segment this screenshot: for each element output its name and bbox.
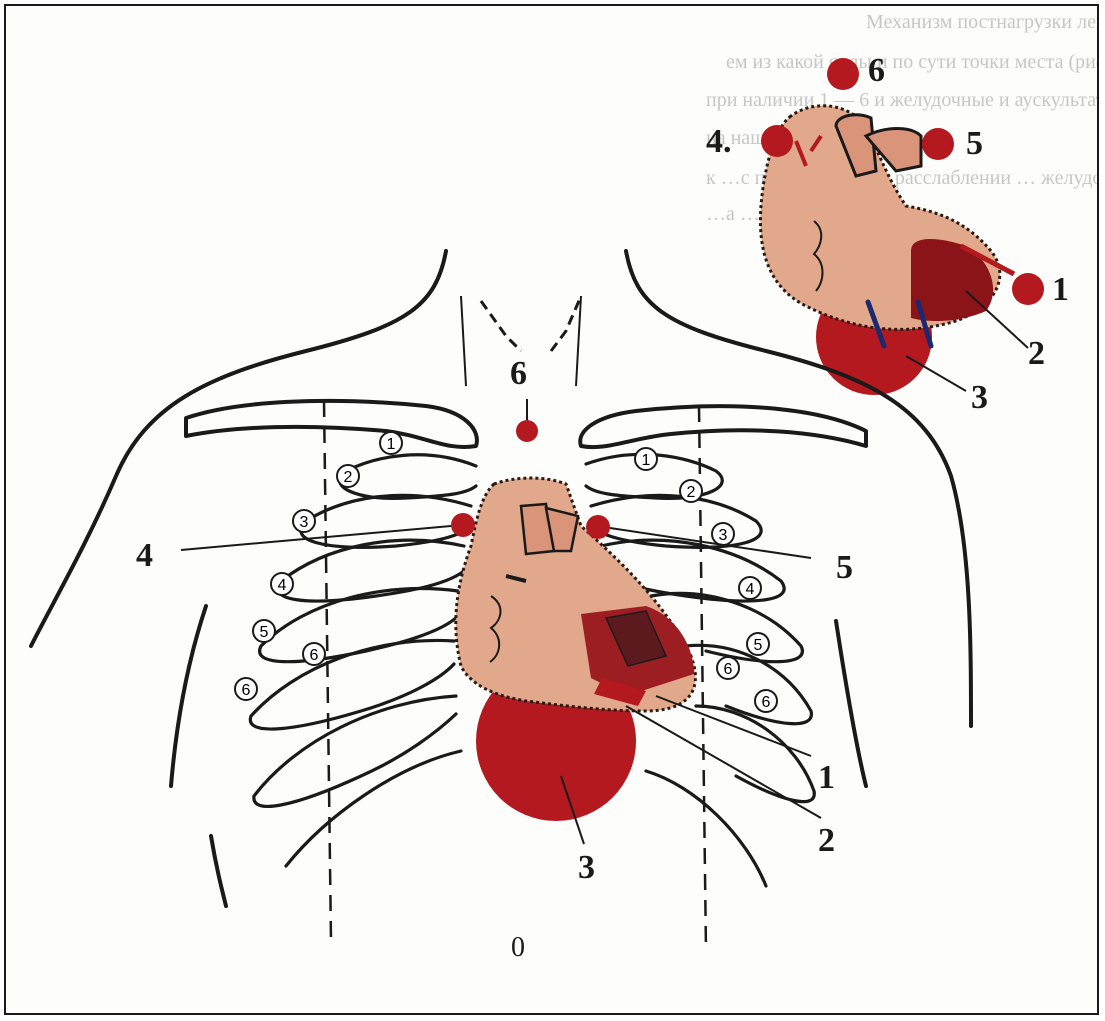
pointer-1	[656, 696, 811, 756]
left-midclavicular-line	[324, 401, 331, 941]
rib-number-left-5: 5	[260, 624, 269, 641]
bg-text-line-3: при наличии 1 — 6 и желудочные и аускуль…	[706, 89, 1099, 111]
rib-numbers-left: 1 2 3 4 5 6 6	[235, 432, 402, 700]
rib-left-1	[340, 455, 476, 499]
rib-left-7	[286, 751, 461, 866]
rib-number-left-6b: 6	[242, 682, 251, 699]
rib-number-right-4: 4	[746, 581, 755, 598]
neck-dashed-lines	[481, 296, 581, 351]
rib-number-right-6: 6	[724, 661, 733, 678]
left-clavicle	[186, 401, 477, 447]
inset-label-3: 3	[971, 379, 988, 416]
rib-right-7	[646, 771, 766, 886]
rib-left-5	[250, 640, 454, 729]
inset-point-5	[922, 128, 954, 160]
torso-bottom-mark: 0	[511, 932, 525, 963]
inset-point-4	[761, 125, 793, 157]
rib-number-right-3: 3	[719, 527, 728, 544]
rib-number-right-6b: 6	[762, 694, 771, 711]
right-clavicle	[580, 406, 866, 447]
rib-right-2	[591, 495, 761, 547]
inset-point-1	[1012, 273, 1044, 305]
rib-number-left-3: 3	[300, 514, 309, 531]
torso-label-1: 1	[818, 759, 835, 796]
torso-point-4	[451, 513, 475, 537]
torso-label-6: 6	[510, 355, 527, 392]
rib-number-left-6: 6	[310, 647, 319, 664]
bg-text-line-1: Механизм постнагрузки левого желудочка с…	[866, 11, 1099, 33]
torso-label-5: 5	[836, 549, 853, 586]
left-waist-line	[211, 836, 226, 906]
left-arm-line	[171, 606, 206, 786]
rib-number-right-1: 1	[642, 452, 651, 469]
figure-frame: Механизм постнагрузки левого желудочка с…	[4, 4, 1099, 1015]
torso-label-4: 4	[136, 537, 153, 574]
bg-text-line-2: ем из какой силы и по сути точки места (…	[726, 51, 1099, 73]
right-arm-line	[836, 621, 866, 786]
rib-number-left-4: 4	[278, 577, 287, 594]
rib-right-5	[686, 645, 811, 723]
rib-number-left-2: 2	[344, 469, 353, 486]
rib-right-6	[696, 706, 814, 802]
inset-label-4: 4.	[706, 123, 732, 160]
torso-point-6	[516, 420, 538, 442]
torso-point-5	[586, 515, 610, 539]
torso-label-2: 2	[818, 822, 835, 859]
inset-label-6: 6	[868, 52, 885, 89]
rib-number-left-1: 1	[387, 436, 396, 453]
inset-point-6	[827, 58, 859, 90]
rib-number-right-5: 5	[754, 637, 763, 654]
pointer-4	[181, 526, 451, 550]
torso-label-3: 3	[578, 849, 595, 886]
inset-label-2: 2	[1028, 335, 1045, 372]
inset-label-5: 5	[966, 125, 983, 162]
inset-label-1: 1	[1052, 271, 1069, 308]
rib-number-right-2: 2	[687, 484, 696, 501]
auscultation-points-diagram: Механизм постнагрузки левого желудочка с…	[6, 6, 1099, 1015]
